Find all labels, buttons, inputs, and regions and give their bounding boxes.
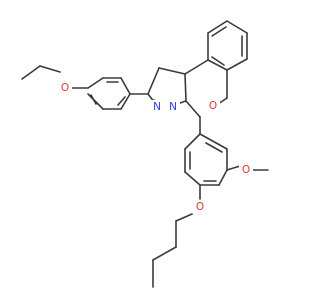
benzene-bond-3 [226,20,248,34]
ring-oxygen-background [206,99,220,113]
ethoxyphenyl-bond-1 [87,77,104,89]
pyrazoline-bond-1 [147,67,160,95]
butoxy-bond-4 [152,246,177,261]
butoxy-bond-2 [175,213,193,222]
lower-aryl-bond-5 [218,169,228,186]
butoxy-oxygen-background [193,200,207,214]
pyrazole-n-left-label: N [153,101,161,113]
lower-aryl-bond-3 [184,171,201,186]
benzene-bond-2 [207,20,228,34]
benzene-double-1 [211,26,227,37]
lower-aryl-double-3 [205,142,223,153]
pyrazole-n-right-background [166,100,180,114]
methoxy-oxygen-label: O [242,164,250,176]
pyrazoline-bond-2 [158,67,186,75]
ethoxy-bond-2 [39,65,61,73]
fused-bond-1 [184,59,209,75]
ethoxyphenyl-bond-4 [120,93,131,110]
atom-label-layer: O O N N O O [58,81,253,214]
benzene-double-3 [211,56,225,66]
pyrazole-n-left-background [150,100,164,114]
ethoxy-bond-1 [21,65,41,80]
lower-aryl-bond-1 [184,133,201,150]
ethoxy-oxygen-label: O [61,82,69,94]
chemical-structure-diagram: O O N N O O [21,20,269,288]
pyrazoline-bond-3 [184,73,187,102]
ethoxyphenyl-bond-3 [120,77,131,95]
ring-oxygen-label: O [209,100,217,112]
methoxy-bond-1 [226,165,241,171]
methoxy-oxygen-background [239,163,253,177]
butoxy-oxygen-label: O [196,201,204,213]
fused-bond-5 [185,100,201,118]
lower-aryl-bond-7 [199,133,228,150]
pyrazole-n-right-label: N [169,101,177,113]
ethoxyphenyl-double-2 [117,96,126,106]
ethoxyphenyl-double-3 [90,94,97,105]
bond-layer [21,20,269,288]
ethoxy-oxygen-background [58,81,72,95]
fused-bond-2 [207,59,228,71]
benzene-bond-5 [226,58,248,71]
